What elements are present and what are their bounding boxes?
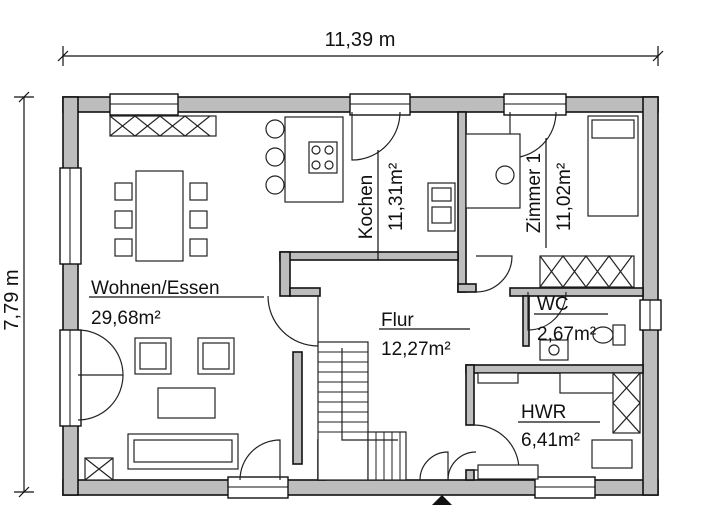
staircase [317, 341, 407, 481]
room-label-flur: Flur [381, 310, 414, 331]
height-dimension-line [14, 91, 34, 498]
utility-furniture [477, 372, 641, 480]
width-dimension-line [57, 46, 664, 66]
room-label-zimmer: Zimmer 1 [524, 153, 545, 233]
doors [77, 111, 567, 481]
entrance-arrow [432, 495, 452, 505]
room-area-wohnen: 29,68m² [91, 308, 161, 329]
living-furniture [84, 115, 239, 481]
bedroom-furniture [465, 115, 639, 289]
width-dimension-label: 11,39 m [325, 29, 396, 51]
room-area-wc: 2,67m² [537, 324, 596, 345]
windows [59, 93, 662, 499]
room-label-wohnen: Wohnen/Essen [91, 278, 220, 299]
height-dimension-label: 7,79 m [1, 269, 23, 330]
room-area-zimmer: 11,02m² [554, 163, 575, 231]
room-area-kochen: 11,31m² [386, 163, 407, 231]
room-label-kochen: Kochen [356, 175, 377, 239]
room-area-flur: 12,27m² [381, 339, 451, 360]
room-label-wc: WC [537, 294, 569, 315]
room-label-hwr: HWR [521, 402, 566, 423]
kitchen-furniture [265, 116, 456, 232]
wc-furniture [539, 324, 626, 361]
room-area-hwr: 6,41m² [521, 430, 580, 451]
